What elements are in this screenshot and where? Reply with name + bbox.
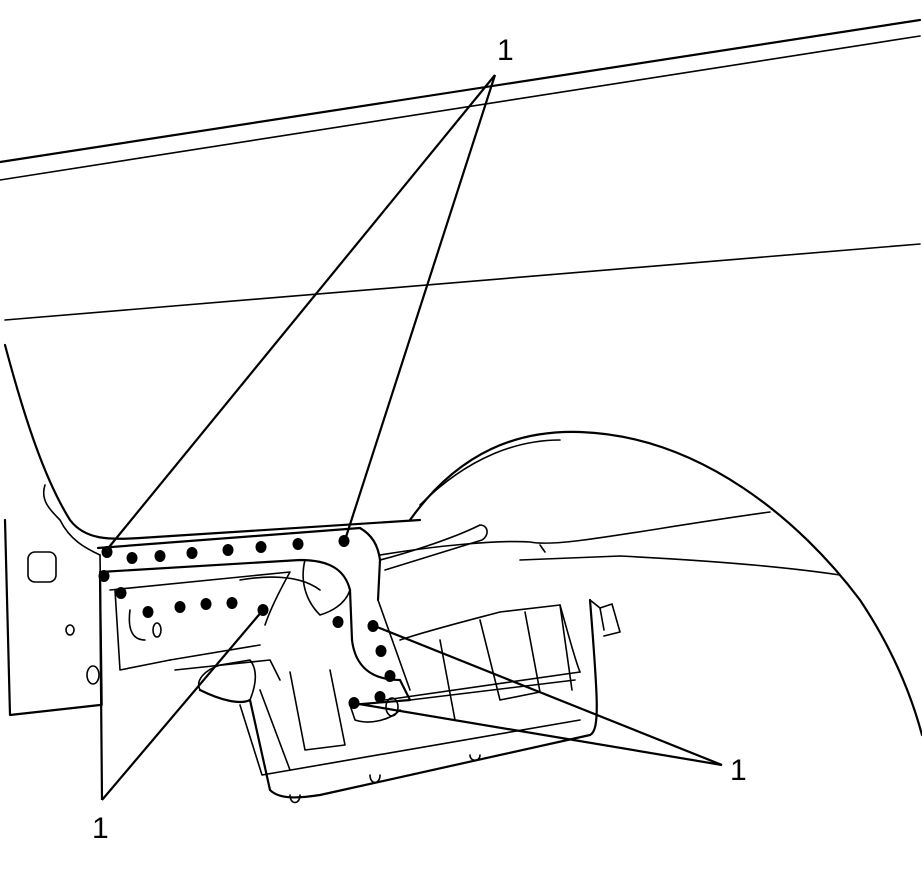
weld-spot: [115, 587, 127, 599]
weld-spot: [332, 616, 344, 628]
weld-spot: [126, 552, 138, 564]
reinforcement-bracket: [96, 524, 488, 723]
leader-bl-b: [101, 609, 264, 801]
leader-lines: [98, 74, 723, 801]
pillar-slot: [27, 551, 57, 583]
leader-top-b: [343, 74, 497, 541]
weld-spot: [174, 601, 186, 613]
pillar-hole: [65, 624, 75, 636]
leader-top-a: [104, 74, 496, 553]
weld-spot: [367, 620, 379, 632]
weld-spot: [200, 598, 212, 610]
pillar-panel: [3, 484, 103, 717]
leader-br-a: [371, 623, 723, 767]
weld-spot: [226, 597, 238, 609]
weld-spot: [154, 550, 166, 562]
spot-welds: [98, 535, 396, 709]
pillar-hole: [86, 665, 100, 685]
weld-spot: [101, 546, 113, 558]
callout-bottom-right: 1: [730, 754, 747, 787]
weld-spot: [292, 538, 304, 550]
weld-spot: [222, 544, 234, 556]
callout-top: 1: [497, 34, 514, 67]
weld-spot: [338, 535, 350, 547]
callout-bottom-left: 1: [92, 812, 109, 845]
wheel-arch: [379, 430, 922, 737]
sill-structure: [198, 598, 621, 804]
weld-spot: [98, 570, 110, 582]
weld-spot: [255, 541, 267, 553]
weld-spot: [142, 606, 154, 618]
weld-spot: [375, 645, 387, 657]
weld-spot: [348, 697, 360, 709]
weld-spot: [384, 670, 396, 682]
weld-spot: [186, 547, 198, 559]
leader-bl-a: [98, 574, 104, 801]
callout-labels: 1 1 1: [92, 34, 747, 845]
leader-br-b: [352, 701, 723, 767]
body-side-panel: [0, 18, 922, 540]
weld-spot: [257, 604, 269, 616]
weld-spot: [374, 691, 386, 703]
